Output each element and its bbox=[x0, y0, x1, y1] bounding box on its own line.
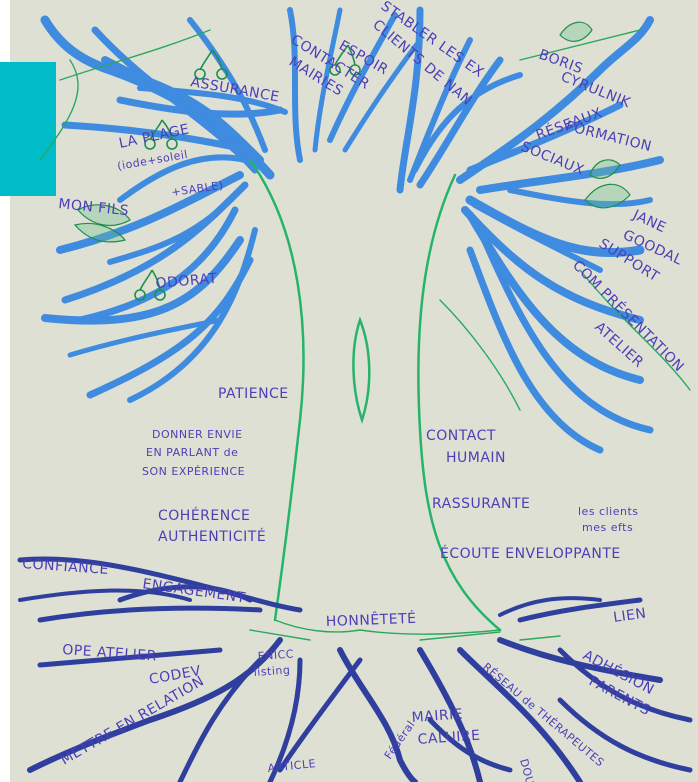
label-mettre-en-relation: METTRE EN RELATION bbox=[58, 673, 207, 768]
trunk-labels: PATIENCE DONNER ENVIE EN PARLANT de SON … bbox=[142, 386, 639, 562]
label-mairie: MAIRIE bbox=[411, 706, 463, 726]
label-listing: listing bbox=[253, 663, 290, 679]
label-honnetete: HONNÊTETÉ bbox=[326, 609, 417, 630]
label-patience: PATIENCE bbox=[218, 386, 289, 402]
label-les-clients: les clients bbox=[578, 505, 639, 518]
label-article: ARTICLE bbox=[267, 757, 317, 775]
label-donner-1: DONNER ENVIE bbox=[152, 428, 243, 441]
label-rassurante: RASSURANTE bbox=[432, 496, 530, 512]
label-donner-3: SON EXPÉRIENCE bbox=[142, 465, 245, 478]
label-sociaux: SOCIAUX bbox=[519, 139, 587, 179]
label-confiance: CONFIANCE bbox=[22, 556, 110, 578]
label-coherence: COHÉRENCE bbox=[158, 507, 250, 524]
trunk bbox=[250, 160, 560, 640]
label-enicc: ENICC bbox=[257, 647, 294, 663]
label-authenticite: AUTHENTICITÉ bbox=[158, 528, 266, 545]
label-lien: LIEN bbox=[612, 605, 647, 625]
label-odorat: ODORAT bbox=[155, 271, 218, 292]
label-boris: BORIS bbox=[537, 47, 585, 78]
label-mes-efts: mes efts bbox=[582, 521, 633, 534]
canopy-labels: STABLER LES EX CLIENTS DE NAN ESPOIR CON… bbox=[58, 0, 688, 375]
label-engagement: ENGAGEMENT bbox=[141, 576, 246, 606]
label-contact: CONTACT bbox=[426, 428, 496, 444]
label-humain: HUMAIN bbox=[446, 450, 506, 466]
label-dou: DOU bbox=[517, 757, 536, 782]
label-donner-2: EN PARLANT de bbox=[146, 446, 238, 459]
label-ecoute: ÉCOUTE ENVELOPPANTE bbox=[440, 545, 621, 562]
